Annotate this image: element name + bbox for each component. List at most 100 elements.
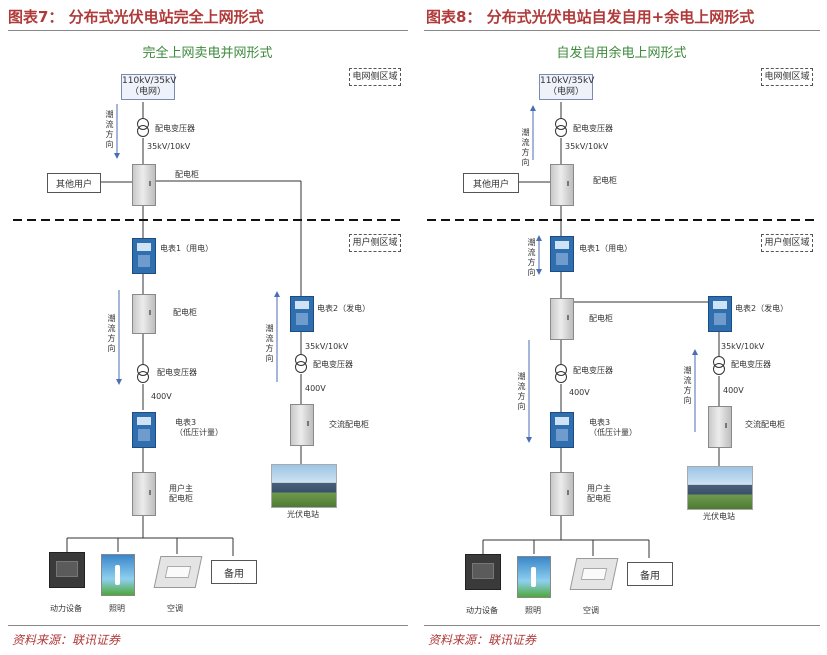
user-cabinet-line1: 用户主 [169,484,193,493]
air-conditioner-icon [569,558,619,590]
voltage-label: 35kV/10kV [147,142,191,151]
meter-icon [550,412,574,448]
flow-direction-label: 潮流方向 [683,366,692,405]
voltage-label: 400V [305,384,326,393]
distribution-cabinet-icon [132,294,156,334]
distribution-cabinet-icon [550,164,574,206]
other-users-box: 其他用户 [47,173,101,193]
transformer-label: 配电变压器 [313,360,353,369]
diagram-panel-1: 完全上网卖电并网形式 110kV/35kV （电网） 电网侧区域 潮流方向 配电… [5,32,410,622]
meter3-name: 电表3 [589,418,611,427]
user-cabinet-label: 用户主 配电柜 [587,484,611,504]
source-rule [8,625,408,626]
user-cabinet-line1: 用户主 [587,484,611,493]
meter3-note: （低压计量） [175,428,223,437]
meter-icon [550,236,574,272]
meter1-label: 电表1（用电） [160,244,214,253]
pv-station-icon [271,464,337,508]
diagram-wiring [13,102,403,556]
flow-direction-label: 潮流方向 [521,128,530,167]
ac-cabinet-icon [708,406,732,448]
transformer-icon [295,354,307,373]
grid-voltage: 110kV/35kV [540,76,595,86]
user-cabinet-label: 用户主 配电柜 [169,484,193,504]
spare-box: 备用 [627,562,673,586]
meter2-label: 电表2（发电） [735,304,789,313]
distribution-cabinet-icon [550,298,574,340]
grid-label: （电网） [547,87,584,97]
pv-station-label: 光伏电站 [703,512,735,521]
flow-direction-label: 潮流方向 [107,314,116,353]
heading-rule [424,30,820,31]
transformer-icon [137,118,149,137]
cabinet-label: 配电柜 [173,308,197,317]
load-label: 照明 [525,606,541,615]
voltage-label: 400V [151,392,172,401]
voltage-label: 400V [569,388,590,397]
pv-station-label: 光伏电站 [287,510,319,519]
transformer-label: 配电变压器 [573,366,613,375]
load-label: 动力设备 [50,604,82,613]
power-grid-box: 110kV/35kV （电网） [121,74,176,100]
spare-box: 备用 [211,560,257,584]
distribution-cabinet-icon [132,164,156,206]
user-cabinet-icon [132,472,156,516]
transformer-icon [713,356,725,375]
lighting-icon [101,554,135,596]
voltage-label: 35kV/10kV [305,342,349,351]
meter3-label: 电表3 （低压计量） [175,418,223,438]
load-label: 动力设备 [466,606,498,615]
user-zone-label: 用户侧区域 [761,234,813,252]
diagram-panel-2: 自发自用余电上网形式 110kV/35kV （电网） 电网侧区域 潮流方向 配电… [419,32,824,622]
power-equipment-icon [49,552,85,588]
transformer-label: 配电变压器 [157,368,197,377]
flow-direction-label: 潮流方向 [105,110,114,149]
load-label: 空调 [583,606,599,615]
transformer-label: 配电变压器 [731,360,771,369]
transformer-label: 配电变压器 [573,124,613,133]
other-users-box: 其他用户 [463,173,519,193]
source-note: 资料来源：联讯证券 [428,633,537,647]
diagram-wiring [427,102,817,558]
load-label: 照明 [109,604,125,613]
pv-station-icon [687,466,753,510]
flow-direction-label: 潮流方向 [265,324,274,363]
diagram-title: 自发自用余电上网形式 [556,46,687,61]
user-cabinet-line2: 配电柜 [169,494,193,503]
grid-label: （电网） [129,87,166,97]
meter-icon [290,296,314,332]
transformer-icon [555,364,567,383]
cabinet-label: 配电柜 [593,176,617,185]
diagram-title: 完全上网卖电并网形式 [142,46,273,61]
figure-heading-2: 图表8： 分布式光伏电站自发自用+余电上网形式 [426,8,755,26]
flow-direction-label: 潮流方向 [527,238,536,277]
user-zone-label: 用户侧区域 [349,234,401,252]
transformer-label: 配电变压器 [155,124,195,133]
voltage-label: 400V [723,386,744,395]
meter1-label: 电表1（用电） [579,244,633,253]
meter3-note: （低压计量） [589,428,637,437]
power-equipment-icon [465,554,501,590]
load-label: 空调 [167,604,183,613]
transformer-icon [137,364,149,383]
transformer-icon [555,118,567,137]
figure-heading-1: 图表7： 分布式光伏电站完全上网形式 [8,8,264,26]
voltage-label: 35kV/10kV [565,142,609,151]
meter-icon [132,412,156,448]
user-cabinet-icon [550,472,574,516]
cabinet-label: 配电柜 [589,314,613,323]
meter3-label: 电表3 （低压计量） [589,418,637,438]
source-note: 资料来源：联讯证券 [12,633,121,647]
source-rule [424,625,820,626]
flow-direction-label: 潮流方向 [517,372,526,411]
meter3-name: 电表3 [175,418,197,427]
heading-rule [8,30,408,31]
ac-cabinet-icon [290,404,314,446]
grid-zone-label: 电网侧区域 [349,68,401,86]
grid-zone-label: 电网侧区域 [761,68,813,86]
meter-icon [132,238,156,274]
user-cabinet-line2: 配电柜 [587,494,611,503]
cabinet-label: 配电柜 [175,170,199,179]
voltage-label: 35kV/10kV [721,342,765,351]
meter2-label: 电表2（发电） [317,304,371,313]
